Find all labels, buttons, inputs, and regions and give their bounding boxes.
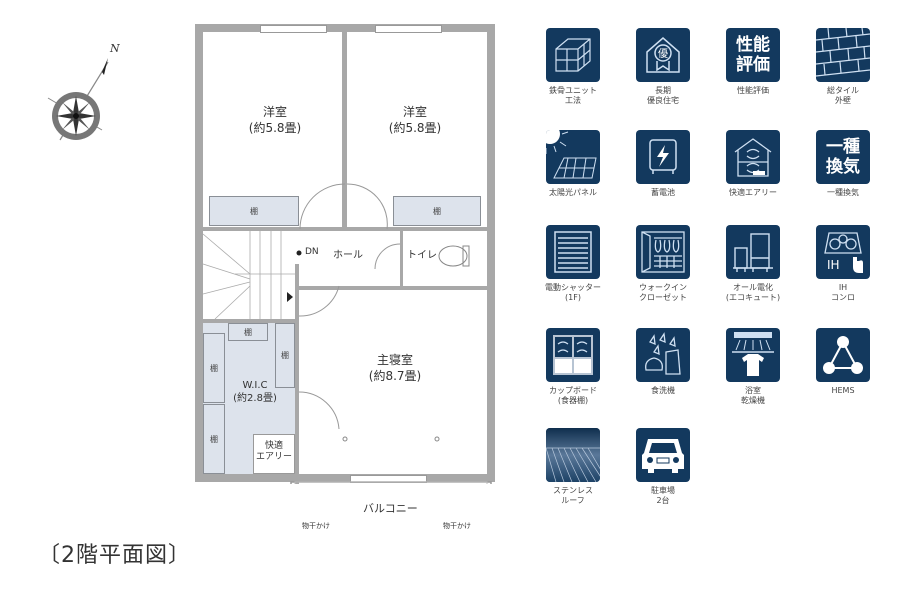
- wall-stair-right: [295, 264, 299, 484]
- feature-label: HEMS: [831, 386, 855, 395]
- room-western-2-name: 洋室: [402, 105, 427, 119]
- shelf-western-2: 棚: [393, 196, 481, 226]
- feature-label: オール電化 (エコキュート): [725, 283, 781, 302]
- feature-label: 鉄骨ユニット 工法: [549, 86, 597, 105]
- wall-right: [487, 24, 495, 482]
- room-western-1-name: 洋室: [262, 105, 287, 119]
- room-western-2: 洋室 (約5.8畳): [355, 104, 475, 136]
- feature-long-term: 優 長期 優良住宅: [623, 28, 703, 106]
- room-wic-name: W.I.C: [242, 380, 268, 391]
- feature-label: 長期 優良住宅: [647, 86, 679, 105]
- feature-steel-unit: 鉄骨ユニット 工法: [533, 28, 613, 106]
- window-top-1: [260, 25, 327, 33]
- feature-cupboard: カップボード (食器棚): [533, 328, 613, 406]
- feature-label: 太陽光パネル: [549, 188, 597, 197]
- floor-plan-title: 〔2階平面図〕: [38, 543, 191, 568]
- solar-panel-icon: [546, 130, 600, 184]
- wic-shelf-right: 棚: [275, 323, 295, 388]
- water-heater-icon: [726, 225, 780, 279]
- cupboard-icon: [546, 328, 600, 382]
- wic-shelf-left-2: 棚: [203, 404, 225, 474]
- wall-hall-bottom: [295, 286, 495, 290]
- ventilation-kanji-icon: 一種 換気: [816, 130, 870, 184]
- compass-icon: [47, 58, 109, 141]
- cube-frame-icon: [546, 28, 600, 82]
- feature-label: 蓄電池: [651, 188, 675, 197]
- room-master-bedroom: 主寝室 (約8.7畳): [335, 352, 455, 384]
- wic-shelf-left-1: 棚: [203, 333, 225, 403]
- ih-stove-icon: IH: [816, 225, 870, 279]
- room-western-1: 洋室 (約5.8畳): [215, 104, 335, 136]
- feature-parking: 駐車場 2台: [623, 428, 703, 506]
- wall-left: [195, 24, 203, 482]
- room-western-1-size: (約5.8畳): [248, 121, 302, 135]
- feature-battery: 蓄電池: [623, 130, 703, 198]
- closet-icon: [636, 225, 690, 279]
- toilet-label: トイレ: [407, 250, 437, 261]
- feature-label: 浴室 乾燥機: [741, 386, 765, 405]
- down-label: DN: [305, 247, 319, 257]
- feature-bath-dryer: 浴室 乾燥機: [713, 328, 793, 406]
- floor-plan: 洋室 (約5.8畳) 棚 洋室 (約5.8畳) 棚: [195, 24, 495, 544]
- feature-label: 快適エアリー: [729, 188, 777, 197]
- feature-label: 一種換気: [827, 188, 859, 197]
- feature-label: カップボード (食器棚): [549, 386, 597, 405]
- feature-stainless-roof: ステンレス ルーフ: [533, 428, 613, 506]
- roof-icon: [546, 428, 600, 482]
- room-western-2-size: (約5.8畳): [388, 121, 442, 135]
- north-label: N: [110, 42, 120, 55]
- battery-icon: [636, 130, 690, 184]
- room-master-bedroom-size: (約8.7畳): [368, 369, 422, 383]
- wall-stair-bottom: [195, 319, 299, 323]
- svg-text:優: 優: [658, 47, 668, 60]
- dishwasher-icon: [636, 328, 690, 382]
- car-icon: [636, 428, 690, 482]
- feature-performance: 性能 評価 性能評価: [713, 28, 793, 96]
- balcony-label: バルコニー: [363, 502, 418, 515]
- feature-label: ステンレス ルーフ: [553, 486, 593, 505]
- feature-label: 性能評価: [737, 86, 769, 95]
- feature-air: 快適エアリー: [713, 130, 793, 198]
- brick-wall-icon: [816, 28, 870, 82]
- compass-rose: N: [40, 40, 120, 150]
- wall-rooms-bottom: [195, 227, 495, 231]
- laundry-pole-left: 物干かけ: [302, 522, 330, 530]
- feature-ventilation: 一種 換気 一種換気: [803, 130, 883, 198]
- wall-bottom: [195, 474, 495, 482]
- laundry-pole-right: 物干かけ: [443, 522, 471, 530]
- shelf-western-1: 棚: [209, 196, 299, 226]
- feature-label: IH コンロ: [831, 283, 855, 302]
- feature-tile-wall: 総タイル 外壁: [803, 28, 883, 106]
- wall-between-rooms: [342, 24, 347, 229]
- feature-hems: HEMS: [803, 328, 883, 396]
- feature-walkin: ウォークイン クローゼット: [623, 225, 703, 303]
- feature-ih: IH IH コンロ: [803, 225, 883, 303]
- feature-label: 総タイル 外壁: [827, 86, 859, 105]
- room-master-bedroom-name: 主寝室: [376, 353, 413, 367]
- feature-shutter: 電動シャッター (1F): [533, 225, 613, 303]
- comfort-area: 快適 エアリー: [253, 434, 295, 474]
- feature-solar: 太陽光パネル: [533, 130, 613, 198]
- door-arcs: [202, 183, 492, 484]
- feature-label: ウォークイン クローゼット: [639, 283, 687, 302]
- room-wic: W.I.C (約2.8畳): [223, 379, 287, 405]
- feature-label: 食洗機: [651, 386, 675, 395]
- feature-label: 駐車場 2台: [651, 486, 675, 505]
- shutter-icon: [546, 225, 600, 279]
- feature-all-electric: オール電化 (エコキュート): [713, 225, 793, 303]
- bath-dryer-icon: [726, 328, 780, 382]
- feature-dishwasher: 食洗機: [623, 328, 703, 396]
- svg-text:IH: IH: [827, 258, 840, 272]
- feature-label: 電動シャッター (1F): [545, 283, 601, 302]
- house-airflow-icon: [726, 130, 780, 184]
- window-top-2: [375, 25, 442, 33]
- room-wic-size: (約2.8畳): [233, 393, 277, 404]
- hall-label: ホール: [333, 250, 363, 261]
- performance-kanji-icon: 性能 評価: [726, 28, 780, 82]
- house-award-icon: 優: [636, 28, 690, 82]
- hems-network-icon: [816, 328, 870, 382]
- wic-shelf-top: 棚: [228, 323, 268, 341]
- wall-toilet-left: [400, 231, 403, 289]
- feature-icon-grid: 鉄骨ユニット 工法 優 長期 優良住宅 性能 評価 性能評価 総タイル 外壁 太…: [533, 28, 900, 528]
